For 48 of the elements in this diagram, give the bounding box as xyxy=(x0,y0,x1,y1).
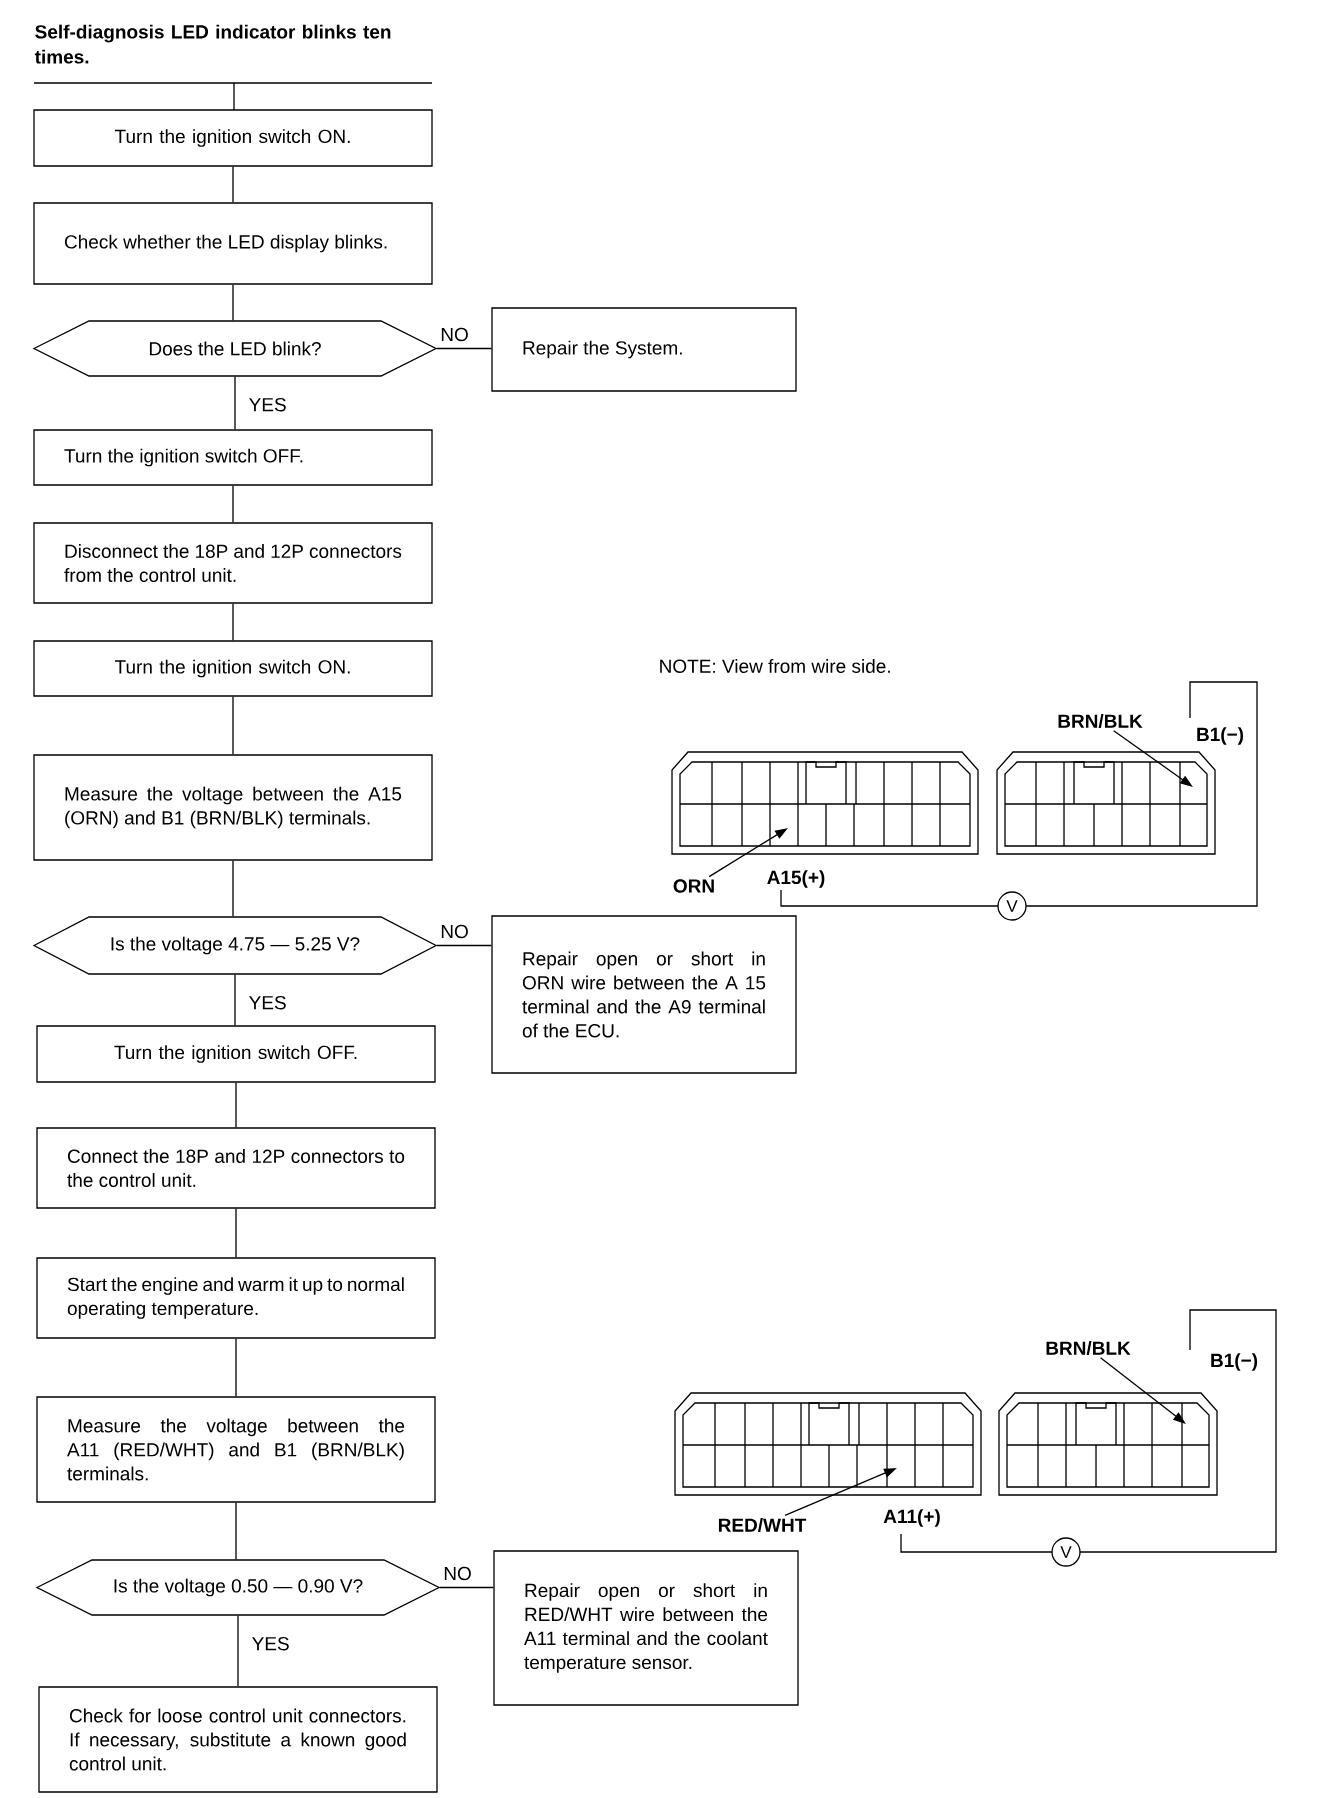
connector-line xyxy=(235,1208,237,1258)
process-box: Turn the ignition switch ON. xyxy=(33,109,433,167)
terminal-label: B1(−) xyxy=(1197,727,1244,745)
wire-color-label: RED/WHT xyxy=(718,1517,807,1533)
connector-line xyxy=(235,1502,237,1560)
leader-line xyxy=(1113,730,1193,787)
process-box: Turn the ignition switch OFF. xyxy=(36,1025,436,1083)
connector-line xyxy=(232,284,234,321)
connector-line xyxy=(436,944,492,947)
edge-label: YES xyxy=(247,396,288,413)
connector-line xyxy=(232,860,234,917)
leader-line xyxy=(1099,1357,1186,1424)
wire-color-label: ORN xyxy=(673,879,714,893)
connector-line xyxy=(234,974,236,1026)
edge-label: NO xyxy=(442,1565,473,1582)
title: Self-diagnosis LED indicator blinks ten times. xyxy=(34,24,391,64)
process-box: Measure the voltage between the A11 (RED/WHT) and B1 (BRN/BLK) terminals. xyxy=(36,1396,436,1503)
wire-color-label: BRN/BLK xyxy=(1046,1340,1131,1356)
connector-line xyxy=(235,1082,237,1128)
process-box: Measure the voltage between the A15 (ORN) and B1 (BRN/BLK) terminals. xyxy=(33,754,433,861)
edge-label: NO xyxy=(439,326,470,343)
connector-line xyxy=(234,376,236,430)
edge-label: YES xyxy=(250,1635,291,1652)
process-box: Repair the System. xyxy=(491,307,797,392)
process-box: Start the engine and warm it up to normal operating temperature. xyxy=(36,1257,436,1339)
process-box: Check for loose control unit connectors. If necessary, substitute a known good control unit. xyxy=(38,1686,438,1793)
edge-label: YES xyxy=(247,994,288,1011)
process-box: Connect the 18P and 12P connectors to the control unit. xyxy=(36,1127,436,1209)
process-box: Disconnect the 18P and 12P connectors from the control unit. xyxy=(33,522,433,604)
terminal-label: A15(+) xyxy=(767,870,825,888)
terminal-label: A11(+) xyxy=(883,1509,940,1527)
connector-line xyxy=(232,485,234,523)
edge-label: NO xyxy=(439,923,470,940)
process-box: Turn the ignition switch ON. xyxy=(33,640,433,697)
connector-line xyxy=(436,347,492,350)
terminal-label: B1(−) xyxy=(1211,1353,1258,1371)
connector-line xyxy=(232,166,234,203)
connector-line xyxy=(439,1586,494,1589)
process-box: Turn the ignition switch OFF. xyxy=(33,429,433,486)
connector-line xyxy=(232,696,234,755)
connector-line xyxy=(237,1615,239,1687)
note: NOTE: View from wire side. xyxy=(660,659,890,673)
process-box: Repair open or short in RED/WHT wire between the A11 terminal and the coolant temperature sensor. xyxy=(493,1550,799,1706)
connector-line xyxy=(232,603,234,641)
wire-color-label: BRN/BLK xyxy=(1058,713,1143,729)
process-box: Check whether the LED display blinks. xyxy=(33,202,433,285)
process-box: Repair open or short in ORN wire between the A 15 terminal and the A9 terminal of the ECU. xyxy=(491,915,797,1074)
connector-line xyxy=(235,1338,237,1397)
